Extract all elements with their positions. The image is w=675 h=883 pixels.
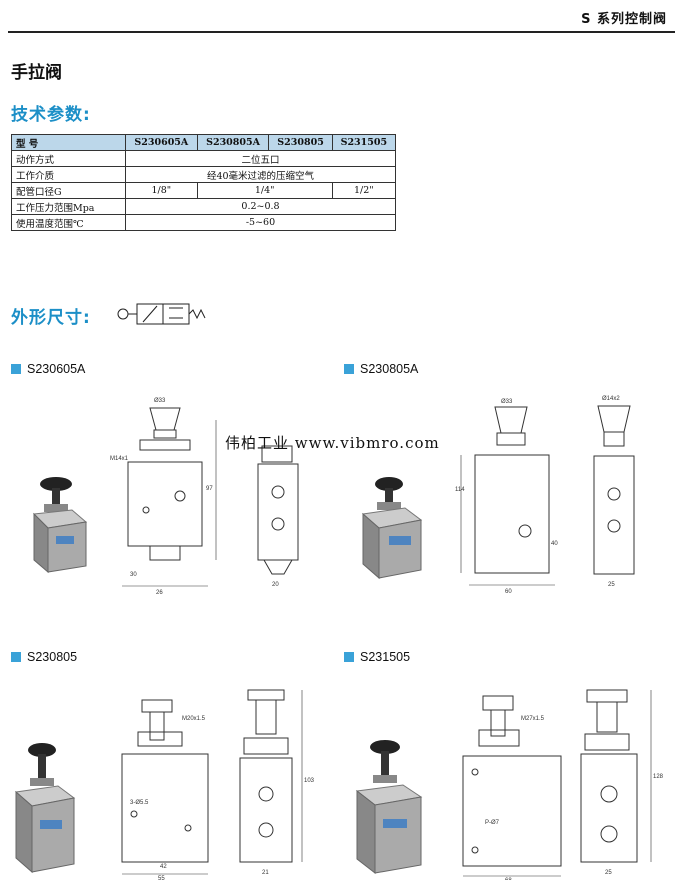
model-col-2: S230805A: [196, 134, 270, 151]
dim-label: Ø33: [501, 399, 513, 405]
row-value-pressure: 0.2~0.8: [125, 198, 396, 215]
row-value-action: 二位五口: [125, 150, 396, 167]
dim-label: 60: [505, 589, 512, 595]
dim-label: M27x1.5: [521, 716, 545, 722]
row-label-pressure: 工作压力范围Mpa: [11, 198, 126, 215]
row-label-port: 配管口径G: [11, 182, 126, 199]
model-col-3: S230805: [268, 134, 333, 151]
dim-label: 97: [206, 486, 213, 492]
table-row: 动作方式 二位五口: [11, 150, 396, 167]
dim-label: 3-Ø5.5: [130, 800, 149, 806]
row-label-action: 动作方式: [11, 150, 126, 167]
product-label-s231505: S231505: [344, 650, 410, 664]
series-title: S 系列控制阀: [581, 12, 667, 27]
product-model: S230605A: [27, 362, 86, 376]
page-title: 手拉阀: [11, 63, 62, 83]
drawing-side-1: 20: [257, 445, 299, 588]
dimensions-heading: 外形尺寸:: [11, 308, 91, 328]
product-label-s230805a: S230805A: [344, 362, 418, 376]
row-value-port-2: 1/4": [196, 182, 333, 199]
product-label-s230805: S230805: [11, 650, 77, 664]
row-value-temp: -5~60: [125, 214, 396, 231]
table-header-label: 型 号: [11, 134, 126, 151]
dim-label: 114: [455, 487, 465, 493]
product-model: S230805A: [360, 362, 419, 376]
dim-label: P-Ø7: [485, 820, 500, 826]
dim-label: 128: [653, 774, 664, 780]
row-value-medium: 经40毫米过滤的压缩空气: [125, 166, 396, 183]
product-label-s230605a: S230605A: [11, 362, 85, 376]
model-col-1: S230605A: [125, 134, 198, 151]
dim-label: 40: [551, 541, 558, 547]
product-model: S230805: [27, 650, 78, 664]
dim-label: 20: [272, 582, 279, 588]
drawing-front-3: M20x1.5 3-Ø5.5 55 42: [121, 699, 209, 882]
row-label-medium: 工作介质: [11, 166, 126, 183]
table-row: 工作介质 经40毫米过滤的压缩空气: [11, 166, 396, 183]
dim-label: 21: [262, 870, 269, 876]
valve-photo-4: [355, 740, 423, 875]
square-marker-icon: [11, 652, 21, 662]
square-marker-icon: [344, 652, 354, 662]
row-value-port-1: 1/8": [125, 182, 198, 199]
product-model: S231505: [360, 650, 411, 664]
valve-photo-3: [14, 743, 76, 874]
dim-label: M14x1: [110, 456, 129, 462]
drawing-front-4: M27x1.5 68 P-Ø7: [462, 695, 562, 880]
row-value-port-3: 1/2": [331, 182, 397, 199]
model-col-4: S231505: [331, 134, 397, 151]
dim-label: 25: [605, 870, 612, 876]
dim-label: M20x1.5: [182, 716, 206, 722]
dim-label: 30: [130, 572, 137, 578]
dim-label: 55: [158, 876, 165, 882]
spec-table: 型 号 S230605A S230805A S230805 S231505 动作…: [11, 134, 397, 231]
drawing-side-4: 128 25: [580, 689, 664, 876]
table-header-row: 型 号 S230605A S230805A S230805 S231505: [11, 134, 397, 151]
table-row: 工作压力范围Mpa 0.2~0.8: [11, 198, 396, 215]
table-row: 配管口径G 1/8" 1/4" 1/2": [11, 182, 397, 199]
header-rule: [8, 31, 675, 33]
dim-label: 68: [505, 878, 512, 880]
valve-symbol-icon: [117, 303, 206, 325]
dim-label: Ø14x2: [602, 396, 620, 402]
valve-photo-2: [361, 477, 423, 580]
square-marker-icon: [11, 364, 21, 374]
dim-label: 103: [304, 778, 314, 784]
watermark-text: 伟柏工业 www.vibmro.com: [225, 434, 440, 452]
drawing-side-3: 103 21: [239, 689, 314, 876]
dim-label: 42: [160, 864, 167, 870]
tech-params-heading: 技术参数:: [11, 105, 91, 125]
row-label-temp: 使用温度范围℃: [11, 214, 126, 231]
dim-label: 25: [608, 582, 615, 588]
drawing-side-2: 25 Ø14x2: [593, 396, 635, 588]
drawing-front-1: Ø33 M14x1 30 26 97: [110, 398, 217, 596]
valve-photo-1: [32, 477, 88, 574]
dim-label: 26: [156, 590, 163, 596]
drawing-front-2: Ø33 114 60 40: [455, 399, 558, 595]
square-marker-icon: [344, 364, 354, 374]
dim-label: Ø33: [154, 398, 166, 404]
table-row: 使用温度范围℃ -5~60: [11, 214, 396, 231]
